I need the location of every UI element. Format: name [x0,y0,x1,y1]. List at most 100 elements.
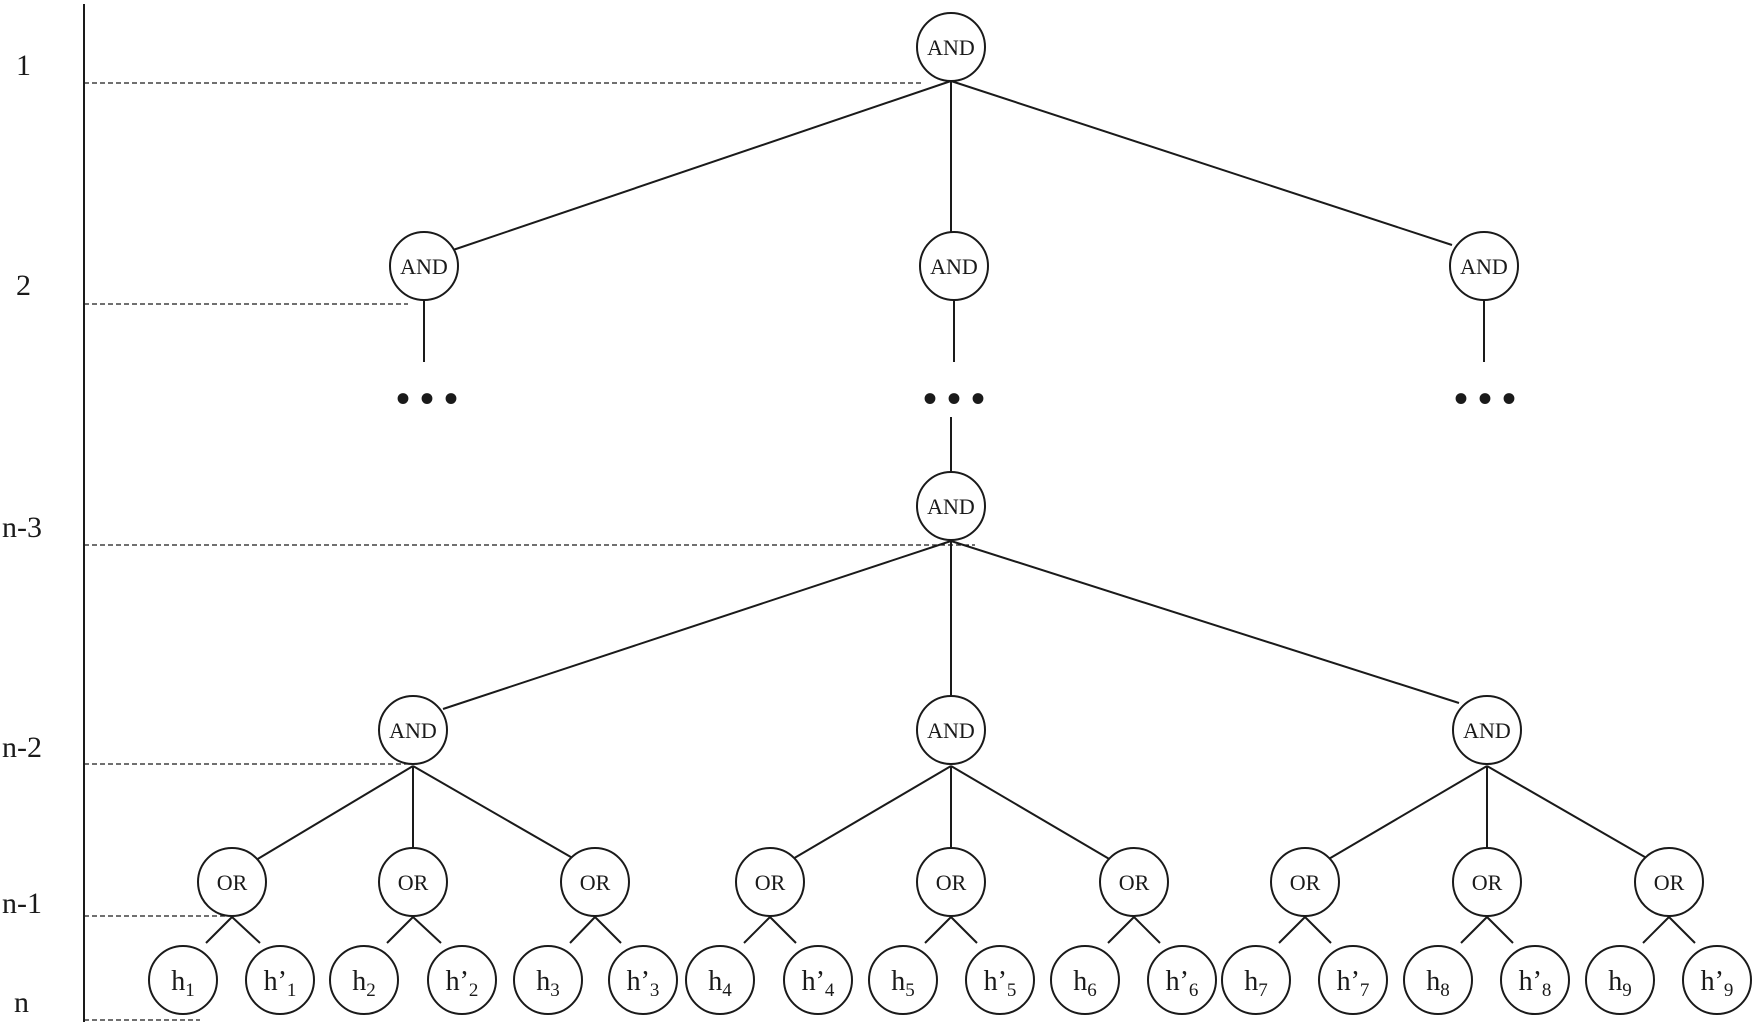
edge [950,80,1453,246]
and-node-label: AND [1463,718,1511,743]
and-node-level2-right: AND [1449,231,1519,301]
leaf-label: h’3 [627,966,660,1001]
leaf-label: h’9 [1701,966,1734,1001]
leaf-label: h9 [1608,966,1632,1001]
leaf-label: h5 [891,966,915,1001]
and-node-label: AND [927,494,975,519]
or-node-9: OR [1634,847,1704,917]
or-node-8: OR [1452,847,1522,917]
leaf-label: h’8 [1519,966,1552,1001]
and-node-label: AND [389,718,437,743]
leaf-label: h4 [708,966,732,1001]
and-node-level2-left: AND [389,231,459,301]
edge [924,916,952,944]
leaf-node-h8-prime: h’8 [1500,945,1570,1015]
edge [950,916,978,944]
and-node-level-n-2-right: AND [1452,695,1522,765]
level-label-n-3: n-3 [2,511,42,544]
edge [594,916,622,944]
edge [1107,916,1135,944]
or-node-7: OR [1270,847,1340,917]
edge [790,765,952,861]
leaf-node-h5-prime: h’5 [965,945,1035,1015]
edge [950,540,1460,704]
level-label-1: 1 [16,49,31,82]
or-node-4: OR [735,847,805,917]
edge [1278,916,1306,944]
or-node-label: OR [936,870,967,895]
edge [205,916,233,944]
edge [1642,916,1670,944]
or-node-label: OR [1290,870,1321,895]
and-node-label: AND [930,254,978,279]
edge [1460,916,1488,944]
leaf-label: h2 [352,966,376,1001]
level-label-2: 2 [16,269,31,302]
leaf-node-h9: h9 [1585,945,1655,1015]
or-node-5: OR [916,847,986,917]
leaf-node-h1: h1 [148,945,218,1015]
edge [442,540,952,710]
edge [950,765,1112,861]
leaf-label: h’6 [1166,966,1199,1001]
level-label-n-2: n-2 [2,731,42,764]
leaf-node-h7-prime: h’7 [1318,945,1388,1015]
edge [1133,916,1161,944]
leaf-label: h1 [171,966,195,1001]
and-node-level-n-2-center: AND [916,695,986,765]
leaf-node-h8: h8 [1403,945,1473,1015]
or-node-2: OR [378,847,448,917]
leaf-node-h5: h5 [868,945,938,1015]
and-node-root: AND [916,12,986,82]
leaf-node-h2: h2 [329,945,399,1015]
leaf-label: h’7 [1337,966,1370,1001]
ellipsis-left: • • • [396,376,458,421]
leaf-label: h’2 [446,966,479,1001]
leaf-node-h7: h7 [1221,945,1291,1015]
leaf-node-h3-prime: h’3 [608,945,678,1015]
leaf-label: h8 [1426,966,1450,1001]
edge [255,765,414,861]
or-node-3: OR [560,847,630,917]
leaf-label: h’4 [802,966,835,1001]
edge [569,916,596,944]
edge [743,916,771,944]
and-node-label: AND [1460,254,1508,279]
leaf-node-h1-prime: h’1 [245,945,315,1015]
edge [1326,765,1488,861]
level-label-n-1: n-1 [2,887,42,920]
leaf-label: h6 [1073,966,1097,1001]
edge [769,916,797,944]
leaf-label: h’5 [984,966,1017,1001]
leaf-label: h3 [536,966,560,1001]
leaf-label: h’1 [264,966,297,1001]
or-node-label: OR [1472,870,1503,895]
leaf-node-h6: h6 [1050,945,1120,1015]
edge [231,916,261,944]
leaf-node-h4-prime: h’4 [783,945,853,1015]
leaf-node-h9-prime: h’9 [1682,945,1752,1015]
or-node-label: OR [580,870,611,895]
and-node-level2-center: AND [919,231,989,301]
leaf-node-h3: h3 [513,945,583,1015]
edge [452,80,952,251]
and-node-level-n-2-left: AND [378,695,448,765]
leaf-node-h6-prime: h’6 [1147,945,1217,1015]
leaf-node-h4: h4 [685,945,755,1015]
or-node-label: OR [1119,870,1150,895]
or-node-label: OR [398,870,429,895]
or-node-6: OR [1099,847,1169,917]
and-node-label: AND [400,254,448,279]
edge [386,916,414,944]
or-node-label: OR [1654,870,1685,895]
edge [1486,916,1514,944]
edge [1668,916,1696,944]
edge [1304,916,1332,944]
ellipsis-center: • • • [923,376,985,421]
tree-edges [205,80,1696,944]
leaf-node-h2-prime: h’2 [427,945,497,1015]
leaf-label: h7 [1244,966,1268,1001]
level-label-n: n [14,986,29,1019]
edge [412,916,442,944]
